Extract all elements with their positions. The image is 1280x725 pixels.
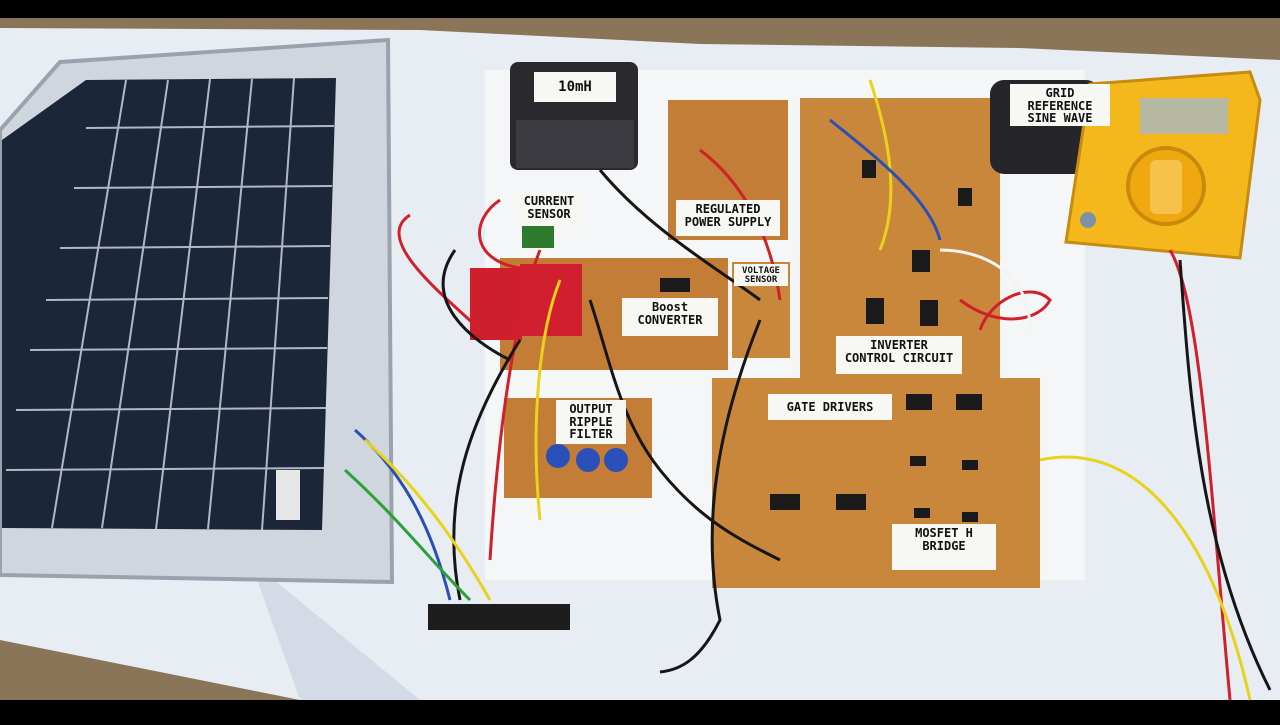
mosfet-bridge-label: MOSFET H BRIDGE [892,524,996,570]
boost-converter-label: Boost CONVERTER [622,298,718,336]
solar-panel [0,37,395,585]
inductor-label: 10mH [534,72,616,102]
voltage-sensor-label: VOLTAGE SENSOR [734,264,788,286]
ic-chips [660,160,982,522]
grid-reference-label: GRID REFERENCE SINE WAVE [1010,84,1110,126]
capacitor-2 [576,448,600,472]
multimeter [1064,70,1262,260]
capacitor-3 [604,448,628,472]
current-sensor-module [522,226,554,248]
inverter-control-label: INVERTER CONTROL CIRCUIT [836,336,962,374]
gate-drivers-label: GATE DRIVERS [768,394,892,420]
lcd-display-module [428,604,570,630]
output-ripple-filter-label: OUTPUT RIPPLE FILTER [556,400,626,444]
capacitor-1 [546,444,570,468]
inverter-control-board [800,98,1000,378]
bottom-letterbox [0,700,1280,720]
microcontroller-board-2 [520,264,582,336]
cloth-shadow [250,560,420,700]
regulated-power-supply-label: REGULATED POWER SUPPLY [676,200,780,236]
current-sensor-label: CURRENT SENSOR [516,192,582,226]
top-letterbox [0,0,1280,18]
